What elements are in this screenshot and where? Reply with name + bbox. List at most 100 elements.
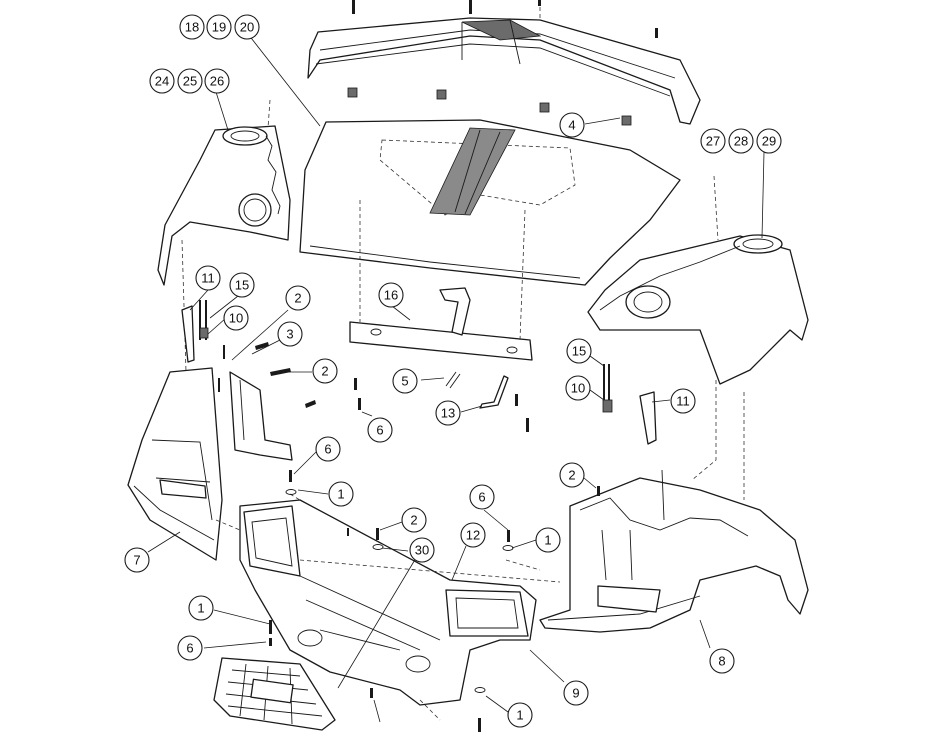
callout-circle (179, 14, 205, 40)
callout-circle (535, 527, 561, 553)
callout-15: 15 (229, 272, 255, 298)
callout-label: 27 (706, 134, 720, 149)
callout-label: 2 (321, 364, 328, 379)
callout-27: 27 (700, 128, 726, 154)
callout-circle (195, 265, 221, 291)
callout-circle (188, 595, 214, 621)
callout-circle (328, 481, 354, 507)
leader-lines (147, 33, 765, 723)
callout-label: 11 (676, 394, 690, 409)
callout-label: 20 (240, 20, 254, 35)
callout-label: 3 (286, 327, 293, 342)
callout-label: 28 (734, 134, 748, 149)
callout-6: 6 (315, 436, 341, 462)
callout-4: 4 (559, 112, 585, 138)
callout-label: 8 (718, 654, 725, 669)
callout-circle (409, 537, 435, 563)
callout-circle (700, 128, 726, 154)
callout-2: 2 (312, 358, 338, 384)
callout-1: 1 (328, 481, 354, 507)
callout-label: 10 (571, 381, 585, 396)
callout-circle (124, 547, 150, 573)
callout-label: 29 (762, 134, 776, 149)
callout-circle (670, 388, 696, 414)
callout-circle (756, 128, 782, 154)
callout-19: 19 (206, 14, 232, 40)
callout-16: 16 (378, 282, 404, 308)
callout-circle (565, 375, 591, 401)
callout-label: 15 (235, 278, 249, 293)
callout-6: 6 (367, 417, 393, 443)
callout-28: 28 (728, 128, 754, 154)
callout-circle (177, 635, 203, 661)
callout-circle (559, 462, 585, 488)
spring-clip (445, 371, 461, 389)
callout-circle (206, 14, 232, 40)
callout-label: 2 (568, 468, 575, 483)
callout-label: 6 (478, 490, 485, 505)
callout-29: 29 (756, 128, 782, 154)
callout-circle (435, 400, 461, 426)
front-grille (213, 657, 336, 731)
right-side-cowl (587, 234, 809, 385)
callout-label: 11 (201, 271, 215, 286)
callout-3: 3 (277, 321, 303, 347)
callout-label: 24 (155, 74, 169, 89)
hinge-rod (479, 375, 509, 409)
callout-20: 20 (234, 14, 260, 40)
callout-label: 16 (384, 288, 398, 303)
callout-label: 6 (186, 641, 193, 656)
callout-circle (204, 68, 230, 94)
callout-label: 13 (441, 406, 455, 421)
callout-15: 15 (566, 338, 592, 364)
hardware (181, 0, 658, 732)
callout-label: 25 (183, 74, 197, 89)
callout-6: 6 (469, 484, 495, 510)
callout-label: 5 (401, 374, 408, 389)
main-hood (299, 119, 681, 286)
callout-circle (728, 128, 754, 154)
callout-label: 1 (197, 601, 204, 616)
callout-circle (392, 368, 418, 394)
callout-circle (149, 68, 175, 94)
callout-label: 15 (572, 344, 586, 359)
callout-11: 11 (670, 388, 696, 414)
callout-11: 11 (195, 265, 221, 291)
callout-label: 2 (410, 513, 417, 528)
callout-circle (223, 305, 249, 331)
callout-label: 10 (229, 311, 243, 326)
callout-2: 2 (559, 462, 585, 488)
callout-9: 9 (563, 680, 589, 706)
callout-circle (566, 338, 592, 364)
callout-circle (367, 417, 393, 443)
callout-label: 1 (337, 487, 344, 502)
callout-circle (460, 522, 486, 548)
callout-circle (315, 436, 341, 462)
callout-circle (559, 112, 585, 138)
callout-circle (177, 68, 203, 94)
callout-30: 30 (409, 537, 435, 563)
callout-circle (285, 285, 311, 311)
callout-25: 25 (177, 68, 203, 94)
callout-circle (378, 282, 404, 308)
callout-6: 6 (177, 635, 203, 661)
callout-circle (563, 680, 589, 706)
callout-5: 5 (392, 368, 418, 394)
callout-label: 6 (324, 442, 331, 457)
callout-12: 12 (460, 522, 486, 548)
callout-1: 1 (535, 527, 561, 553)
front-fascia (239, 499, 537, 706)
callout-10: 10 (223, 305, 249, 331)
callout-circle (709, 648, 735, 674)
callout-24: 24 (149, 68, 175, 94)
callout-circle (277, 321, 303, 347)
callout-label: 7 (133, 553, 140, 568)
left-side-cowl (157, 125, 291, 286)
callout-label: 1 (516, 708, 523, 723)
callout-26: 26 (204, 68, 230, 94)
left-fender (127, 367, 223, 561)
callout-13: 13 (435, 400, 461, 426)
callout-circle (312, 358, 338, 384)
